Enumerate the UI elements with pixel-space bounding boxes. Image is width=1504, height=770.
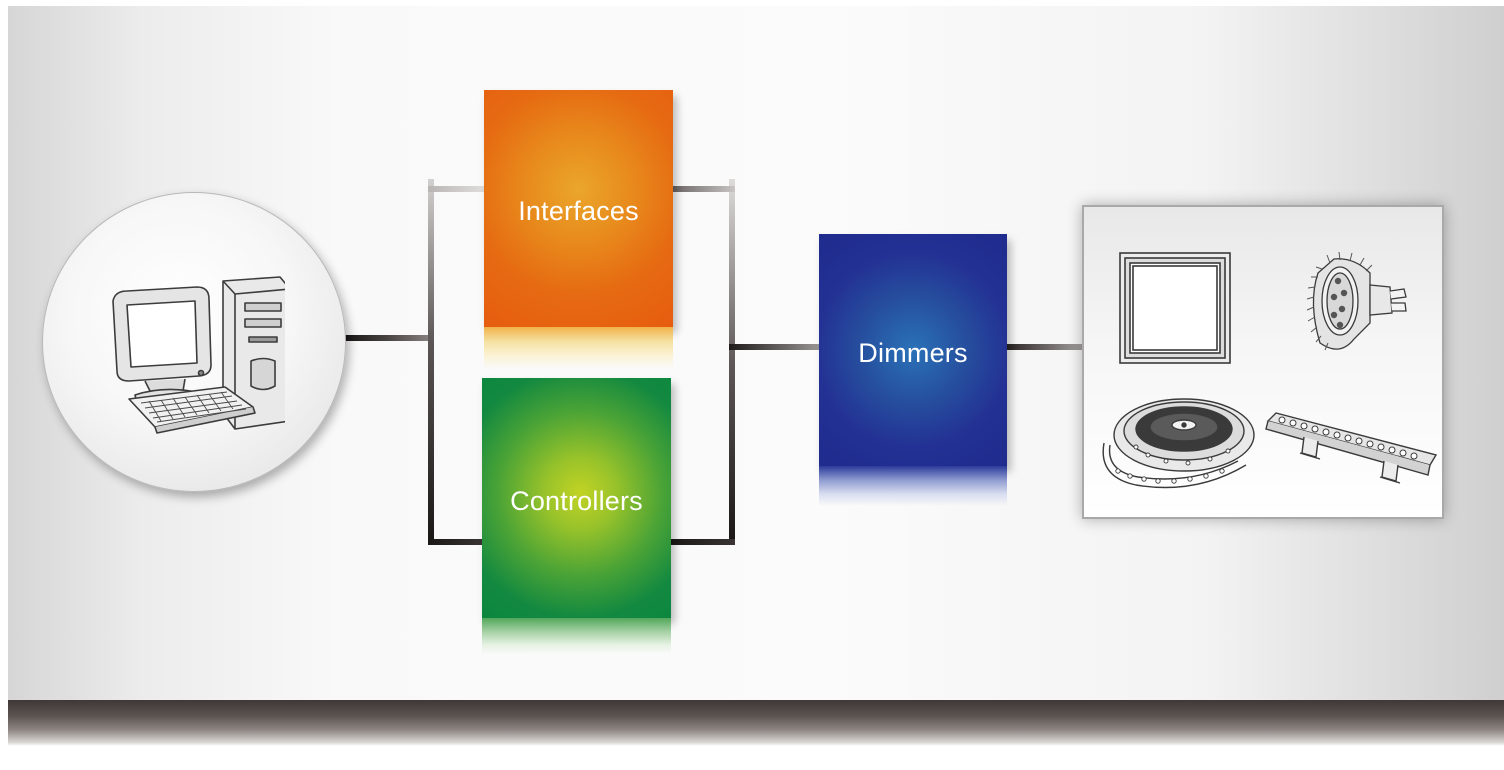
interfaces-block: Interfaces — [484, 90, 673, 327]
controllers-label: Controllers — [510, 486, 643, 516]
connector-lights — [1007, 344, 1084, 350]
interfaces-reflection — [484, 327, 673, 369]
connector-computer — [344, 335, 432, 341]
desktop-computer-icon — [112, 276, 285, 434]
connector-dimmers — [729, 344, 820, 350]
connector-controllers-left — [428, 539, 484, 545]
computer-node — [42, 192, 346, 492]
controllers-block: Controllers — [482, 378, 671, 618]
square-panel-light-icon — [1119, 252, 1231, 364]
connector-left-bus — [428, 179, 434, 545]
interfaces-label: Interfaces — [518, 196, 639, 226]
connector-interfaces-left — [428, 186, 486, 192]
dimmers-reflection — [819, 466, 1007, 506]
lights-panel — [1082, 205, 1444, 519]
dimmers-label: Dimmers — [858, 338, 968, 368]
mr16-spot-lamp-icon — [1306, 251, 1407, 351]
connector-controllers-right — [671, 539, 735, 545]
controllers-reflection — [482, 618, 671, 654]
connector-right-bus — [729, 179, 735, 545]
led-strip-reel-icon — [1102, 398, 1255, 489]
connector-interfaces-right — [673, 186, 735, 192]
base-shadow — [8, 700, 1504, 746]
linear-wall-washer-icon — [1265, 412, 1438, 484]
dimmers-block: Dimmers — [819, 234, 1007, 466]
